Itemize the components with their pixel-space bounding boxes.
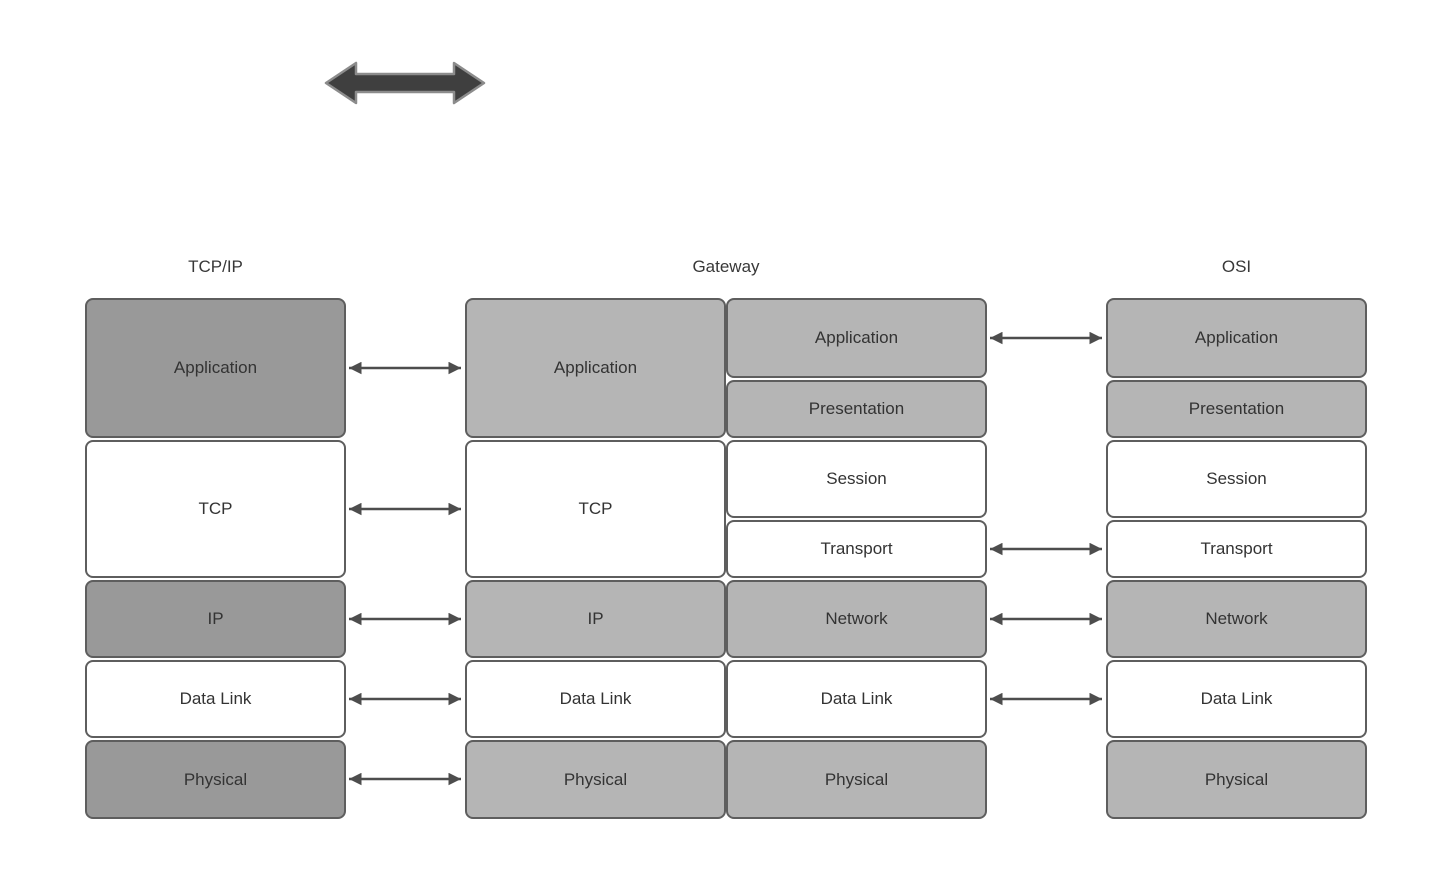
bidirectional-arrow-icon bbox=[324, 61, 486, 105]
gateway-right-network-box: Network bbox=[726, 580, 987, 658]
gateway-right-transport-box: Transport bbox=[726, 520, 987, 578]
osi-session-box: Session bbox=[1106, 440, 1367, 518]
gateway-right-physical-box: Physical bbox=[726, 740, 987, 819]
gateway-left-tcp-box: TCP bbox=[465, 440, 726, 578]
gateway-right-datalink-box: Data Link bbox=[726, 660, 987, 738]
osi-datalink-box: Data Link bbox=[1106, 660, 1367, 738]
tcpip-column-header: TCP/IP bbox=[188, 257, 243, 276]
gateway-left-datalink-box: Data Link bbox=[465, 660, 726, 738]
osi-physical-box: Physical bbox=[1106, 740, 1367, 819]
tcpip-physical-box: Physical bbox=[85, 740, 346, 819]
tcpip-tcp-box: TCP bbox=[85, 440, 346, 578]
gateway-right-presentation-box: Presentation bbox=[726, 380, 987, 438]
tcpip-datalink-box: Data Link bbox=[85, 660, 346, 738]
gateway-left-ip-box: IP bbox=[465, 580, 726, 658]
gateway-left-application-box: Application bbox=[465, 298, 726, 438]
gateway-left-physical-box: Physical bbox=[465, 740, 726, 819]
osi-application-box: Application bbox=[1106, 298, 1367, 378]
gateway-right-session-box: Session bbox=[726, 440, 987, 518]
osi-presentation-box: Presentation bbox=[1106, 380, 1367, 438]
tcpip-application-box: Application bbox=[85, 298, 346, 438]
gateway-column-header: Gateway bbox=[692, 257, 760, 276]
osi-network-box: Network bbox=[1106, 580, 1367, 658]
osi-column-header: OSI bbox=[1221, 257, 1252, 276]
gateway-right-application-box: Application bbox=[726, 298, 987, 378]
osi-transport-box: Transport bbox=[1106, 520, 1367, 578]
tcpip-ip-box: IP bbox=[85, 580, 346, 658]
